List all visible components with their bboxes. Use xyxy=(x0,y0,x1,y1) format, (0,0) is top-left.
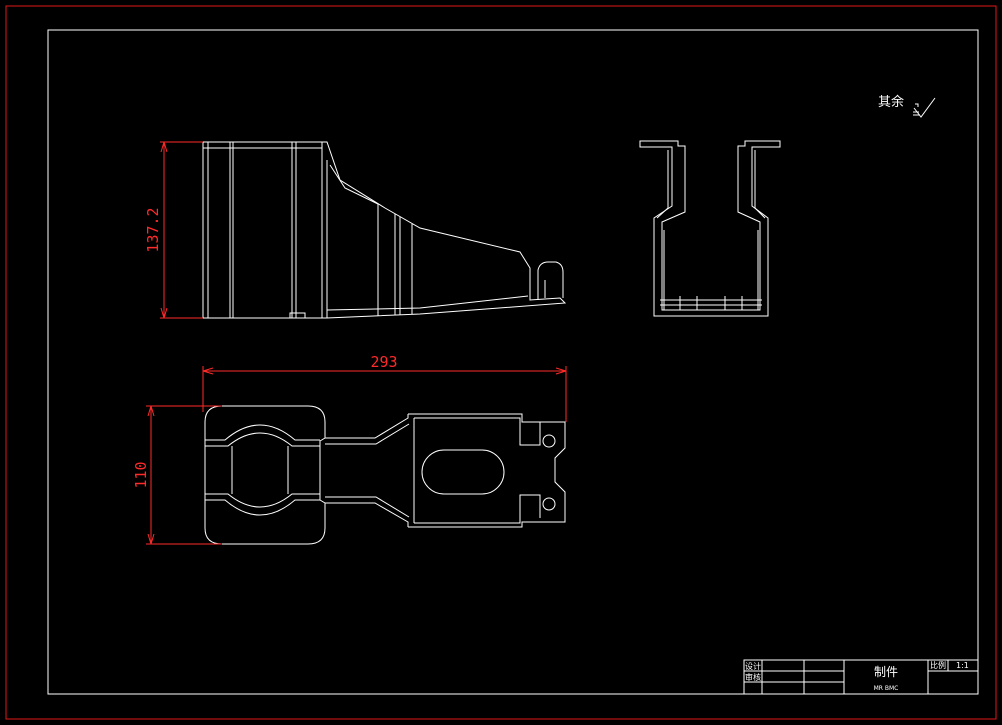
surface-finish-note: 其余 xyxy=(878,94,904,110)
dimension-length xyxy=(202,366,567,422)
dimension-height-label: 137.2 xyxy=(144,207,162,252)
sheet-outer-border xyxy=(5,5,997,720)
front-view xyxy=(639,140,781,317)
title-block xyxy=(743,659,979,695)
top-view xyxy=(204,405,566,545)
title-block-review-label: 审核 xyxy=(745,672,761,682)
side-view xyxy=(202,141,567,319)
title-block-part-name: 制件 xyxy=(874,665,898,679)
drawing-frame xyxy=(47,29,979,695)
dimension-height xyxy=(160,141,203,319)
title-block-scale-label: 比例 xyxy=(930,660,946,670)
dimension-length-label: 293 xyxy=(370,353,397,371)
title-block-design-label: 设计 xyxy=(745,661,761,671)
title-block-scale-value: 1:1 xyxy=(956,661,969,670)
dimension-width-label: 110 xyxy=(132,461,150,488)
dimension-width xyxy=(146,405,222,545)
title-block-part-subtitle: MR BMC xyxy=(874,685,899,692)
surface-finish-icon xyxy=(913,97,936,118)
